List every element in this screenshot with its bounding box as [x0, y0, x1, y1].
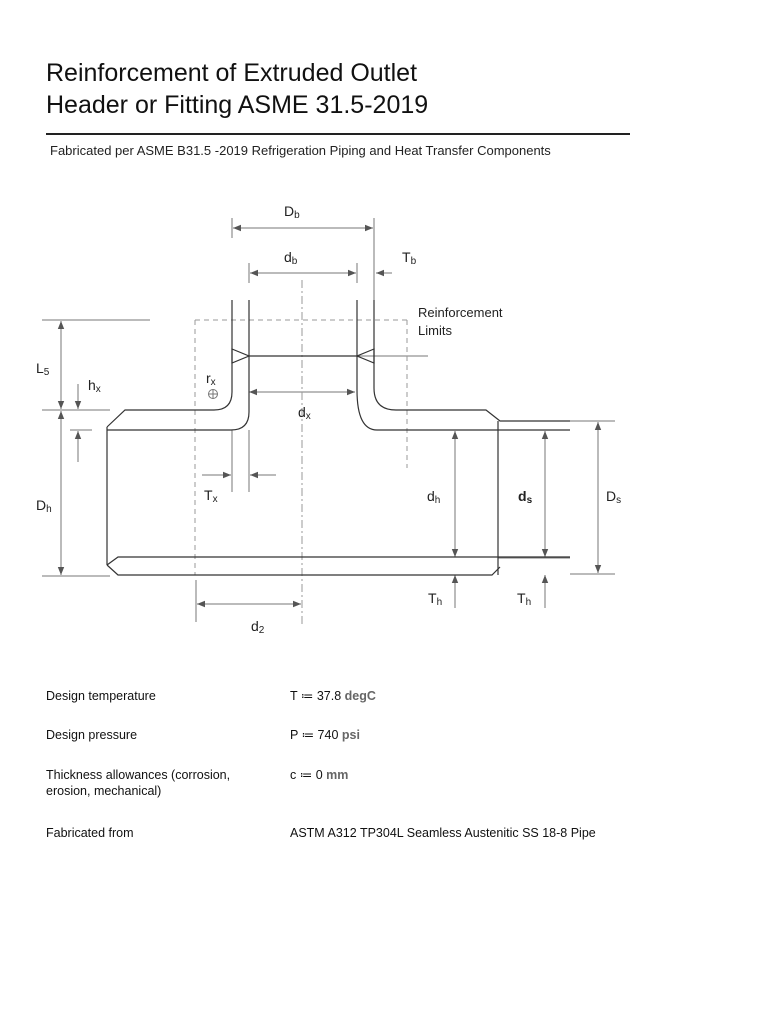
reinforcement-limits	[194, 280, 408, 625]
dimension-lines	[42, 218, 615, 622]
title-line-2: Header or Fitting ASME 31.5-2019	[46, 91, 429, 119]
param-label: Design pressure	[46, 728, 138, 742]
label-dx: dx	[298, 404, 311, 422]
label-Dh: Dh	[36, 497, 52, 515]
title-line-1: Reinforcement of Extruded Outlet	[46, 59, 418, 87]
param-label: Design temperature	[46, 689, 156, 703]
param-label: Fabricated from	[46, 826, 134, 840]
pipe-outline	[106, 300, 570, 576]
label-ds: ds	[518, 488, 533, 506]
label-Th-2: Th	[517, 590, 531, 608]
param-label: Thickness allowances (corrosion, erosion…	[46, 768, 231, 798]
extruded-outlet-diagram: Db db Tb Reinforcement Limits L5 hx rx d…	[36, 203, 621, 636]
label-Th-1: Th	[428, 590, 442, 608]
param-value: c ≔ 0 mm	[290, 768, 349, 782]
label-rx: rx	[206, 370, 216, 388]
page-subtitle: Fabricated per ASME B31.5 -2019 Refriger…	[50, 143, 551, 158]
label-dh: dh	[427, 488, 440, 506]
label-db: db	[284, 249, 298, 267]
param-value: T ≔ 37.8 degC	[290, 689, 376, 703]
title-divider	[46, 133, 630, 135]
param-value: P ≔ 740 psi	[290, 728, 360, 742]
label-reinforcement-limits-2: Limits	[418, 323, 452, 338]
label-Tb: Tb	[402, 249, 417, 267]
label-hx: hx	[88, 377, 101, 395]
label-Ds: Ds	[606, 488, 621, 506]
label-L5: L5	[36, 360, 50, 378]
label-Db: Db	[284, 203, 300, 221]
param-value: ASTM A312 TP304L Seamless Austenitic SS …	[290, 826, 596, 840]
label-Tx: Tx	[204, 487, 218, 505]
label-d2: d2	[251, 618, 265, 636]
label-reinforcement-limits-1: Reinforcement	[418, 305, 503, 320]
page-title: Reinforcement of Extruded Outlet Header …	[46, 57, 428, 121]
